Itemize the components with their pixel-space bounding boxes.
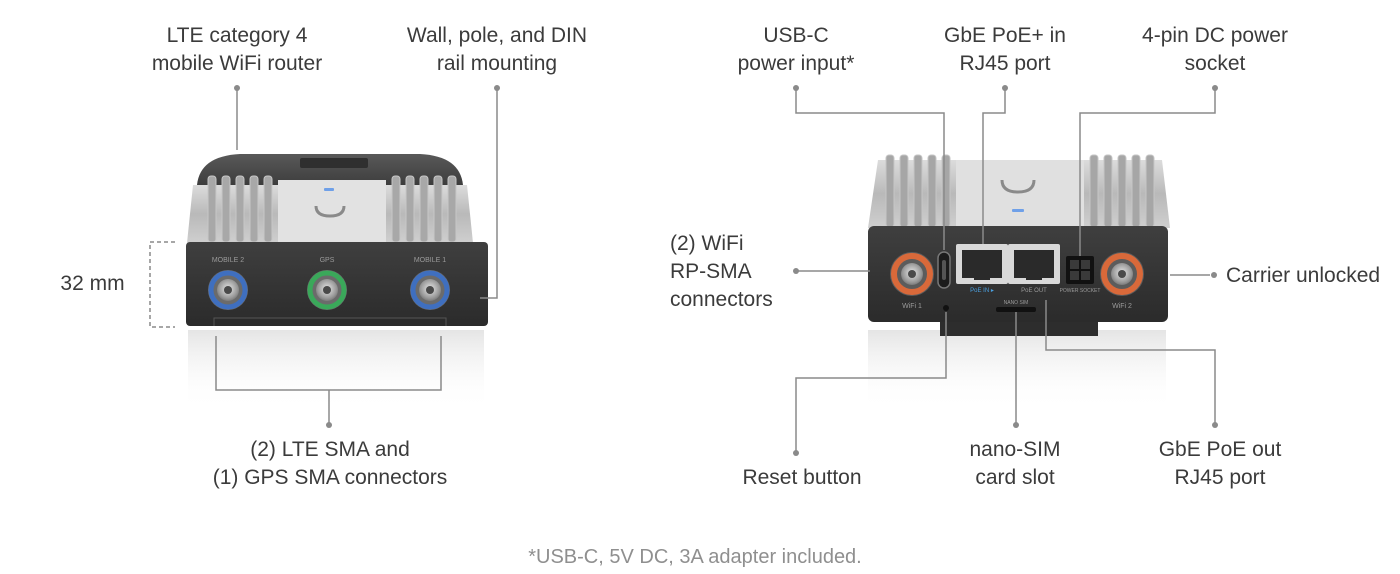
usb-c-port: [937, 251, 951, 289]
label-dc-power: 4-pin DC power socket: [1142, 24, 1288, 75]
back-mark-wifi1: WiFi 1: [902, 303, 922, 310]
front-mark-mobile1: MOBILE 1: [414, 257, 446, 264]
gps-sma-connector: [307, 270, 347, 310]
front-mark-gps: GPS: [320, 257, 335, 264]
back-device: WiFi 1 WiFi 2 PoE IN ▸ PoE OUT POWER S: [868, 154, 1170, 410]
back-mark-nano-sim: NANO SIM: [1004, 300, 1029, 306]
footnote: *USB-C, 5V DC, 3A adapter included.: [528, 546, 862, 568]
lte-sma-connector-left: [208, 270, 248, 310]
label-height: 32 mm: [60, 272, 125, 295]
label-wifi-rp-sma: (2) WiFi RP-SMA connectors: [670, 232, 773, 311]
label-carrier-unlocked: Carrier unlocked: [1226, 264, 1381, 287]
wifi-rp-sma-connector-2: [1100, 252, 1144, 296]
front-mark-mobile2: MOBILE 2: [212, 257, 244, 264]
leader-lines: [149, 88, 1216, 453]
label-mounting: Wall, pole, and DIN rail mounting: [406, 24, 588, 75]
wifi-rp-sma-connector-1: [890, 252, 934, 296]
rj45-poe-in-port: [956, 244, 1008, 284]
dc-power-socket: [1066, 256, 1094, 284]
back-mark-poe-in: PoE IN ▸: [970, 288, 994, 294]
label-nano-sim: nano-SIM card slot: [969, 438, 1061, 489]
label-reset-button: Reset button: [742, 466, 862, 489]
leader-dots: [234, 85, 1218, 456]
nano-sim-slot: [996, 307, 1036, 312]
label-lte-gps-sma: (2) LTE SMA and (1) GPS SMA connectors: [212, 438, 448, 489]
rj45-poe-out-port: [1008, 244, 1060, 284]
front-device: MOBILE 2 GPS MOBILE 1: [186, 154, 488, 410]
back-mark-wifi2: WiFi 2: [1112, 303, 1132, 310]
label-poe-in: GbE PoE+ in RJ45 port: [944, 24, 1066, 75]
back-mark-power-socket: POWER SOCKET: [1060, 288, 1101, 294]
back-mark-poe-out: PoE OUT: [1021, 288, 1047, 294]
reset-button-hole: [943, 305, 949, 311]
label-usb-c: USB-C power input*: [737, 24, 855, 75]
label-poe-out: GbE PoE out RJ45 port: [1158, 438, 1282, 489]
label-lte-router: LTE category 4 mobile WiFi router: [151, 24, 323, 75]
lte-sma-connector-right: [410, 270, 450, 310]
